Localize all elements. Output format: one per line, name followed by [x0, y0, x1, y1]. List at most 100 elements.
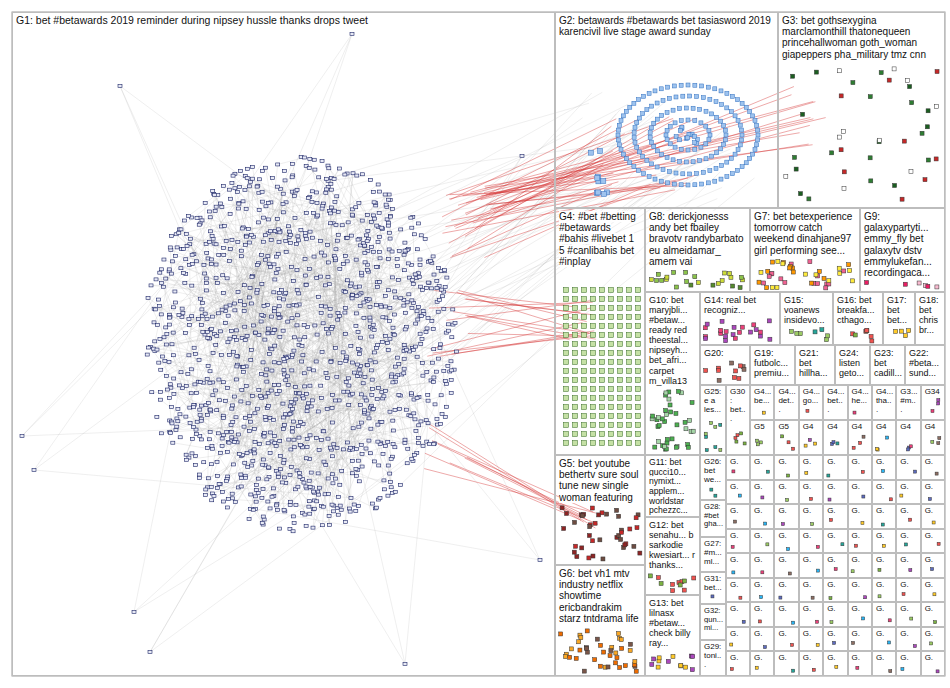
- network-edge: [185, 283, 310, 459]
- vertex-marker: [225, 506, 229, 509]
- network-edge: [215, 103, 589, 211]
- vertex-marker: [208, 216, 212, 219]
- vertex-marker: [443, 379, 447, 382]
- edge-mesh: [22, 34, 754, 664]
- vertex-marker: [357, 368, 361, 371]
- vertex-marker: [277, 305, 281, 308]
- vertex-marker: [210, 262, 214, 265]
- vertex-marker: [380, 226, 384, 229]
- vertex-marker: [267, 466, 271, 469]
- network-edge: [245, 327, 336, 479]
- vertex-marker: [286, 225, 290, 228]
- network-edge: [434, 290, 574, 306]
- vertex-marker: [227, 441, 231, 444]
- network-edge: [313, 173, 353, 527]
- network-edge: [328, 410, 364, 478]
- vertex-marker: [210, 447, 214, 450]
- vertex-marker: [375, 346, 379, 349]
- vertex-marker: [426, 317, 430, 320]
- vertex-marker: [389, 457, 393, 460]
- vertex-marker: [305, 438, 309, 441]
- vertex-marker: [417, 222, 421, 225]
- network-edge: [274, 114, 616, 496]
- vertex-marker: [337, 399, 341, 402]
- vertex-marker: [235, 355, 239, 358]
- network-edge: [302, 202, 335, 479]
- vertex-marker: [445, 405, 449, 408]
- vertex-marker: [272, 434, 276, 437]
- vertex-marker: [168, 316, 172, 319]
- vertex-marker: [250, 276, 254, 279]
- vertex-marker: [351, 172, 355, 175]
- vertex-marker: [410, 457, 414, 460]
- vertex-marker: [197, 223, 201, 226]
- network-edge: [227, 278, 276, 446]
- network-edge: [134, 395, 372, 612]
- vertex-marker: [256, 492, 260, 495]
- vertex-marker: [320, 159, 324, 162]
- vertex-marker: [386, 348, 390, 351]
- vertex-marker: [325, 407, 329, 410]
- network-edge: [283, 194, 420, 316]
- vertex-marker: [347, 404, 351, 407]
- vertex-marker: [346, 390, 350, 393]
- network-edge: [345, 251, 368, 256]
- vertex-marker: [329, 361, 333, 364]
- vertex-marker: [273, 383, 277, 386]
- vertex-marker: [281, 298, 285, 301]
- vertex-marker: [179, 371, 183, 374]
- vertex-marker: [314, 191, 318, 194]
- vertex-marker: [409, 392, 413, 395]
- vertex-marker: [228, 247, 232, 250]
- vertex-marker: [343, 173, 347, 176]
- network-edge: [22, 274, 186, 436]
- vertex-marker: [171, 441, 175, 444]
- vertex-marker: [210, 258, 214, 261]
- vertex-marker: [225, 387, 229, 390]
- vertex-marker: [309, 471, 313, 474]
- vertex-marker: [424, 331, 428, 334]
- vertex-marker: [290, 317, 294, 320]
- vertex-marker: [325, 177, 329, 180]
- vertex-marker: [388, 410, 392, 413]
- vertex-marker: [399, 297, 403, 300]
- network-edge: [265, 340, 270, 419]
- vertex-marker: [184, 232, 188, 235]
- vertex-marker: [256, 184, 260, 187]
- network-edge: [494, 87, 794, 212]
- vertex-marker: [190, 262, 194, 265]
- vertex-marker: [303, 156, 307, 159]
- vertex-marker: [365, 363, 369, 366]
- network-edge: [150, 386, 305, 652]
- vertex-marker: [285, 375, 289, 378]
- network-edge: [209, 177, 292, 338]
- vertex-marker: [162, 336, 166, 339]
- vertex-marker: [417, 441, 421, 444]
- vertex-marker: [393, 290, 397, 293]
- network-edge: [290, 222, 371, 505]
- vertex-marker: [214, 205, 218, 208]
- vertex-marker: [302, 324, 306, 327]
- vertex-marker: [393, 296, 397, 299]
- network-edge: [177, 229, 279, 426]
- vertex-marker: [333, 257, 337, 260]
- vertex-marker: [222, 224, 226, 227]
- vertex-marker: [281, 329, 285, 332]
- vertex-marker: [442, 307, 446, 310]
- vertex-marker: [188, 406, 192, 409]
- vertex-marker: [375, 224, 379, 227]
- vertex-marker: [267, 466, 271, 469]
- network-edge: [427, 323, 582, 357]
- vertex-marker: [284, 250, 288, 253]
- vertex-marker: [355, 174, 359, 177]
- network-edge: [199, 454, 383, 478]
- vertex-marker: [350, 297, 354, 300]
- vertex-marker: [295, 269, 299, 272]
- network-edge: [485, 133, 800, 187]
- network-edge: [34, 470, 351, 498]
- vertex-marker: [240, 389, 244, 392]
- vertex-marker: [349, 344, 353, 347]
- vertex-marker: [205, 377, 209, 380]
- vertex-marker: [425, 327, 429, 330]
- vertex-marker: [288, 230, 292, 233]
